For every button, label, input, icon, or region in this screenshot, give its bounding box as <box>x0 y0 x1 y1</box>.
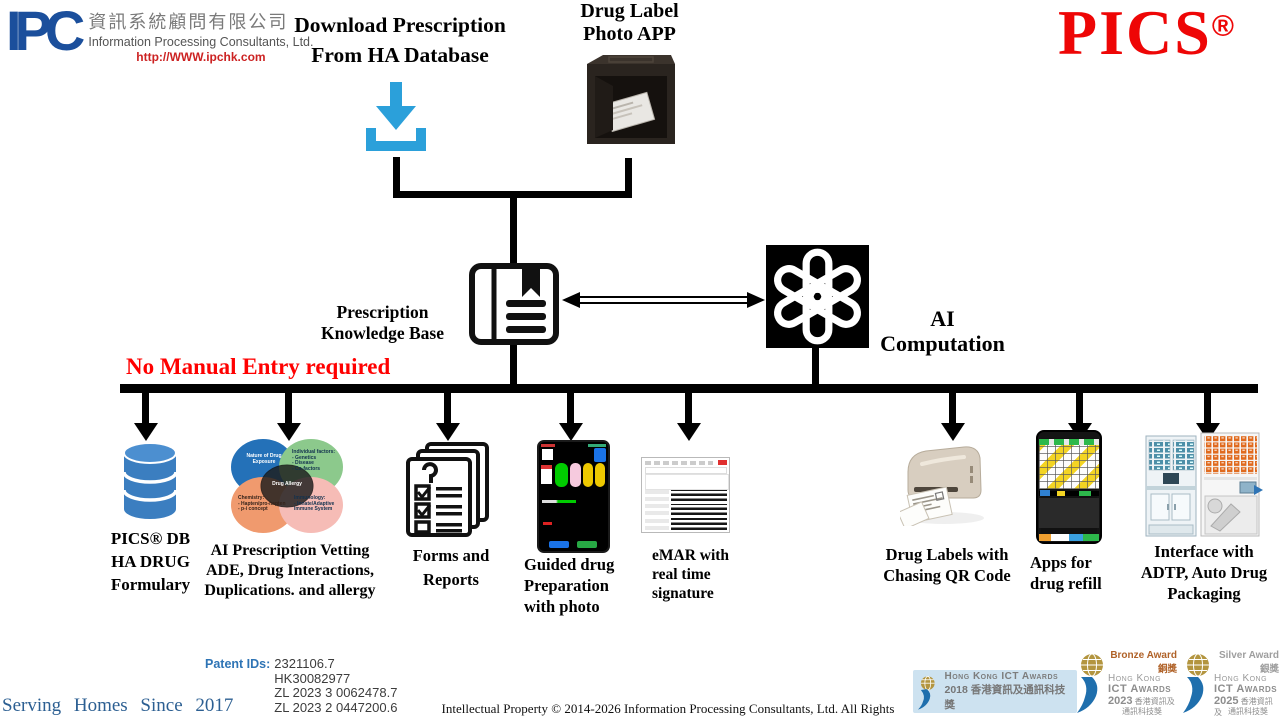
item-label-pics-db: PICS® DB HA DRUG Formulary <box>110 529 191 594</box>
refill-tablet-image <box>1036 430 1102 544</box>
award-2023-cn1-text: 香港資訊及 <box>1134 697 1175 706</box>
connector-line <box>510 196 517 266</box>
arrow-down-icon <box>277 393 301 443</box>
registered-mark: ® <box>1211 10 1234 43</box>
award-2025-year-text: 2025 <box>1214 695 1239 707</box>
item-label-guided-prep: Guided drug Preparation with photo <box>524 555 615 616</box>
openai-icon <box>766 245 869 348</box>
download-prescription-label: Download Prescription From HA Database <box>294 13 506 67</box>
arrow-down-icon <box>677 393 701 443</box>
sync-double-arrow-icon <box>562 292 765 309</box>
award-2023-year-text: 2023 <box>1108 695 1133 707</box>
award-2018-year-text: 2018 香港資訊及通訊科技獎 <box>944 684 1066 711</box>
item-label-emar: eMAR with real time signature <box>652 547 730 602</box>
arrow-down-icon <box>134 393 158 443</box>
arrow-down-icon <box>559 393 583 443</box>
ipc-logo: IPC 資訊系統顧問有限公司 Information Processing Co… <box>6 0 314 65</box>
connector-line <box>812 346 819 388</box>
patent-id-value: HK30082977 <box>274 670 351 686</box>
item-label-forms-reports: Forms and Reports <box>412 546 490 589</box>
arrow-down-icon <box>941 393 965 443</box>
download-icon <box>363 80 429 158</box>
award-2023-badge: Bronze Award 銅獎 Hong Kong ICT Awards 202… <box>1075 650 1178 716</box>
connector-line <box>393 157 400 196</box>
venn-chemistry-text: Chemistry: - Hapten/pro-hapten - p-i con… <box>238 495 286 513</box>
award-globe-swoosh-icon <box>1183 653 1209 713</box>
forms-reports-icon <box>405 442 493 537</box>
award-2023-tier-cn-text: 銅獎 <box>1157 664 1177 675</box>
award-2023-org1-text: Hong Kong <box>1108 673 1162 684</box>
award-2018-badge: Hong Kong ICT Awards 2018 香港資訊及通訊科技獎 <box>913 670 1077 713</box>
connector-line <box>625 158 632 195</box>
drug-label-photo-app-image <box>583 52 678 147</box>
venn-individual-text: Individual factors: - Genetics - Disease… <box>292 449 336 472</box>
item-label-adtp: Interface with ADTP, Auto Drug Packaging <box>1140 542 1268 603</box>
award-2025-org2-text: ICT Awards <box>1214 683 1278 695</box>
arrow-down-icon <box>436 393 460 443</box>
database-icon <box>120 441 180 521</box>
patent-id-value: ZL 2023 3 0062478.7 <box>274 685 398 700</box>
venn-immunology-text: Immunology: - Innate/Adaptive Immune Sys… <box>294 495 335 513</box>
venn-center-text: Drug Allergy <box>272 481 302 487</box>
award-2018-org-text: Hong Kong ICT Awards <box>944 671 1059 682</box>
award-2023-cn2-text: 通訊科技獎 <box>1122 707 1162 716</box>
copyright-text: Intellectual Property © 2014-2026 Inform… <box>441 701 895 720</box>
award-2023-org2-text: ICT Awards <box>1108 683 1172 695</box>
serving-homes-text: Serving Homes Since 2017 <box>2 695 234 716</box>
item-label-ai-vetting: AI Prescription Vetting ADE, Drug Intera… <box>204 542 376 599</box>
patent-ids-label: Patent IDs: <box>205 657 271 671</box>
ipc-logo-chinese-name: 資訊系統顧問有限公司 <box>88 12 289 32</box>
item-label-drug-labels: Drug Labels with Chasing QR Code <box>883 545 1011 585</box>
patent-id-value: 2321106.7 <box>274 656 335 671</box>
integration-bus-line <box>120 384 1258 393</box>
ipc-logo-english-name: Information Processing Consultants, Ltd. <box>88 35 314 49</box>
knowledge-base-book-icon <box>468 262 560 346</box>
award-2025-org1-text: Hong Kong <box>1214 673 1268 684</box>
drug-allergy-venn-diagram: Nature of Drug Exposure Individual facto… <box>230 438 344 534</box>
connector-line <box>510 344 517 388</box>
pics-brand: PICS® <box>1018 0 1274 66</box>
award-globe-swoosh-icon <box>917 675 935 710</box>
award-globe-swoosh-icon <box>1077 653 1103 713</box>
award-2025-tier-cn-text: 銀獎 <box>1259 664 1279 675</box>
emar-screenshot-image <box>641 457 730 533</box>
connector-line <box>393 191 632 198</box>
knowledge-base-label: Prescription Knowledge Base <box>321 302 444 343</box>
award-2023-tier-text: Bronze Award <box>1110 650 1177 661</box>
award-2025-cn1-text: 香港資訊及 <box>1214 697 1273 717</box>
label-printer-image <box>897 438 988 530</box>
patent-id-value: ZL 2023 2 0447200.6 <box>274 699 398 715</box>
adtp-machines-image <box>1143 430 1263 543</box>
ipc-logo-acronym: IPC <box>6 0 85 62</box>
drug-label-photo-app-label: Drug Label Photo APP <box>580 0 679 45</box>
award-2025-badge: Silver Award 銀獎 Hong Kong ICT Awards 202… <box>1181 650 1280 717</box>
ipc-website-link[interactable]: http://WWW.ipchk.com <box>136 50 266 64</box>
patent-ids-block: Patent IDs: 2321106.7 HK30082977 ZL 2023… <box>205 656 398 715</box>
award-2025-cn2-text: 通訊科技獎 <box>1228 707 1268 716</box>
ai-computation-label: AI Computation <box>880 306 1005 356</box>
venn-nature-text: Nature of Drug Exposure <box>246 453 282 465</box>
no-manual-entry-note: No Manual Entry required <box>126 354 391 379</box>
item-label-refill-apps: Apps for drug refill <box>1030 553 1102 593</box>
award-2025-tier-text: Silver Award <box>1218 650 1279 661</box>
guided-prep-phone-image <box>537 440 610 553</box>
pics-brand-text: PICS <box>1058 0 1212 68</box>
